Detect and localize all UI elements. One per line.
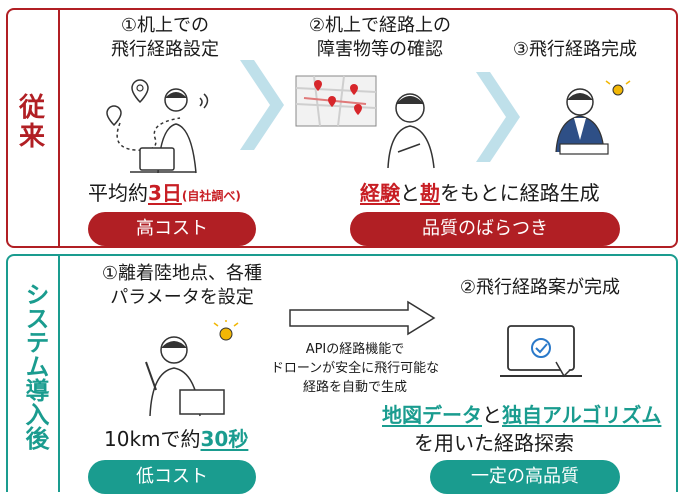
laptop-check-illustration bbox=[500, 325, 582, 378]
legacy-avg-time-line: 平均約3日(自社調べ) bbox=[88, 181, 241, 205]
legacy-sideband bbox=[6, 8, 60, 248]
avg-note: (自社調べ) bbox=[181, 189, 241, 203]
legacy-step2-line2: 障害物等の確認 bbox=[317, 39, 443, 60]
system-mapdata-line: 地図データと独自アルゴリズム bbox=[382, 403, 662, 427]
chevron-right-icon bbox=[240, 60, 284, 150]
time-value: 30秒 bbox=[200, 427, 249, 451]
map-with-pins-illustration bbox=[295, 75, 435, 169]
system-step1-title: ①離着陸地点、各種 パラメータを設定 bbox=[101, 263, 263, 308]
legacy-experience-line: 経験と勘をもとに経路生成 bbox=[360, 181, 600, 205]
system-time-line: 10kmで約30秒 bbox=[104, 427, 249, 451]
intuition-word: 勘 bbox=[420, 181, 440, 205]
legacy-step1-line1: ①机上での bbox=[120, 15, 210, 36]
legacy-step1-title: ①机上での 飛行経路設定 bbox=[70, 14, 260, 62]
low-cost-badge: 低コスト bbox=[88, 460, 256, 494]
system-step2-title: ②飛行経路案が完成 bbox=[459, 277, 621, 298]
avg-days-value: 3日 bbox=[148, 181, 182, 205]
system-search-line: を用いた経路探索 bbox=[414, 431, 574, 455]
person-writing-idea-illustration bbox=[555, 80, 631, 155]
chevron-right-icon bbox=[476, 72, 520, 162]
map-data-word: 地図データ bbox=[382, 403, 482, 427]
legacy-label: 従来 bbox=[18, 93, 45, 152]
arrow-right-icon bbox=[289, 300, 436, 336]
system-panel bbox=[6, 254, 678, 492]
legacy-panel bbox=[6, 8, 678, 248]
algorithm-word: 独自アルゴリズム bbox=[502, 403, 662, 427]
legacy-step2-line1: ②机上で経路上の bbox=[308, 15, 452, 36]
person-laptop-route-illustration bbox=[106, 79, 209, 174]
legacy-step1-line2: 飛行経路設定 bbox=[111, 39, 219, 60]
legacy-step3-title: ③飛行経路完成 bbox=[512, 39, 638, 60]
quality-variance-badge: 品質のばらつき bbox=[350, 212, 620, 246]
experience-word: 経験 bbox=[360, 181, 400, 205]
api-description: APIの経路機能で ドローンが安全に飛行可能な 経路を自動で生成 bbox=[270, 342, 440, 395]
high-cost-badge: 高コスト bbox=[88, 212, 256, 246]
system-sideband bbox=[6, 254, 60, 492]
system-label: システム導入後 bbox=[21, 282, 49, 450]
legacy-step2-title: ②机上で経路上の 障害物等の確認 bbox=[280, 14, 480, 62]
person-laptop-idea-illustration bbox=[145, 320, 239, 417]
consistent-quality-badge: 一定の高品質 bbox=[430, 460, 620, 494]
